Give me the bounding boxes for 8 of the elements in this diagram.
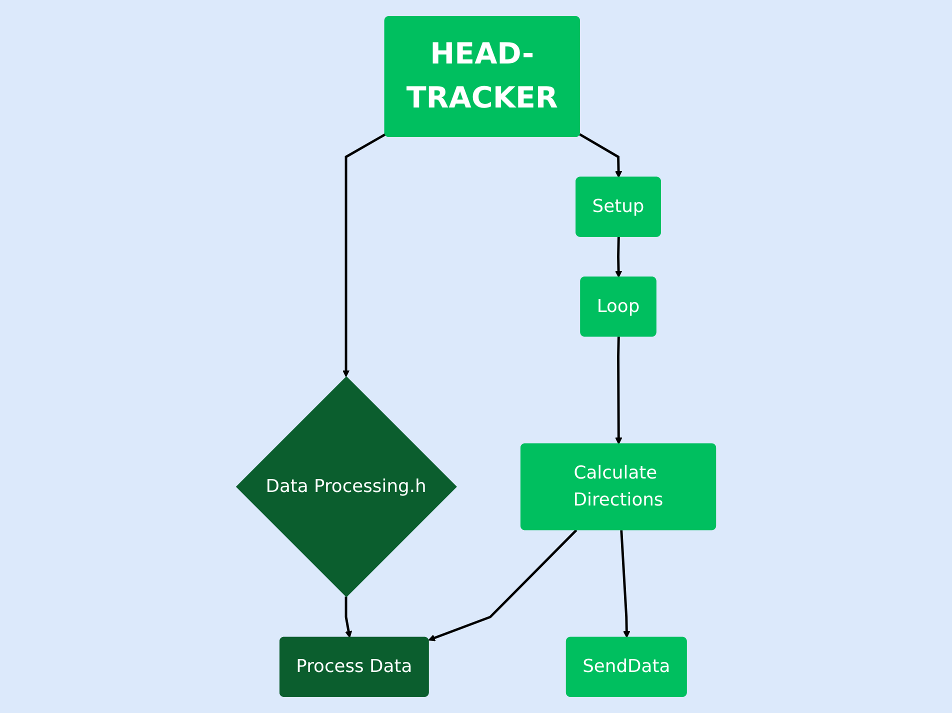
node-diamond: Data Processing.h xyxy=(236,376,457,598)
arrow xyxy=(342,133,386,378)
arrow xyxy=(615,336,622,444)
arrow xyxy=(344,596,352,638)
arrow xyxy=(614,236,622,278)
arrow xyxy=(579,133,622,178)
arrow xyxy=(620,530,630,638)
arrow xyxy=(428,529,578,642)
